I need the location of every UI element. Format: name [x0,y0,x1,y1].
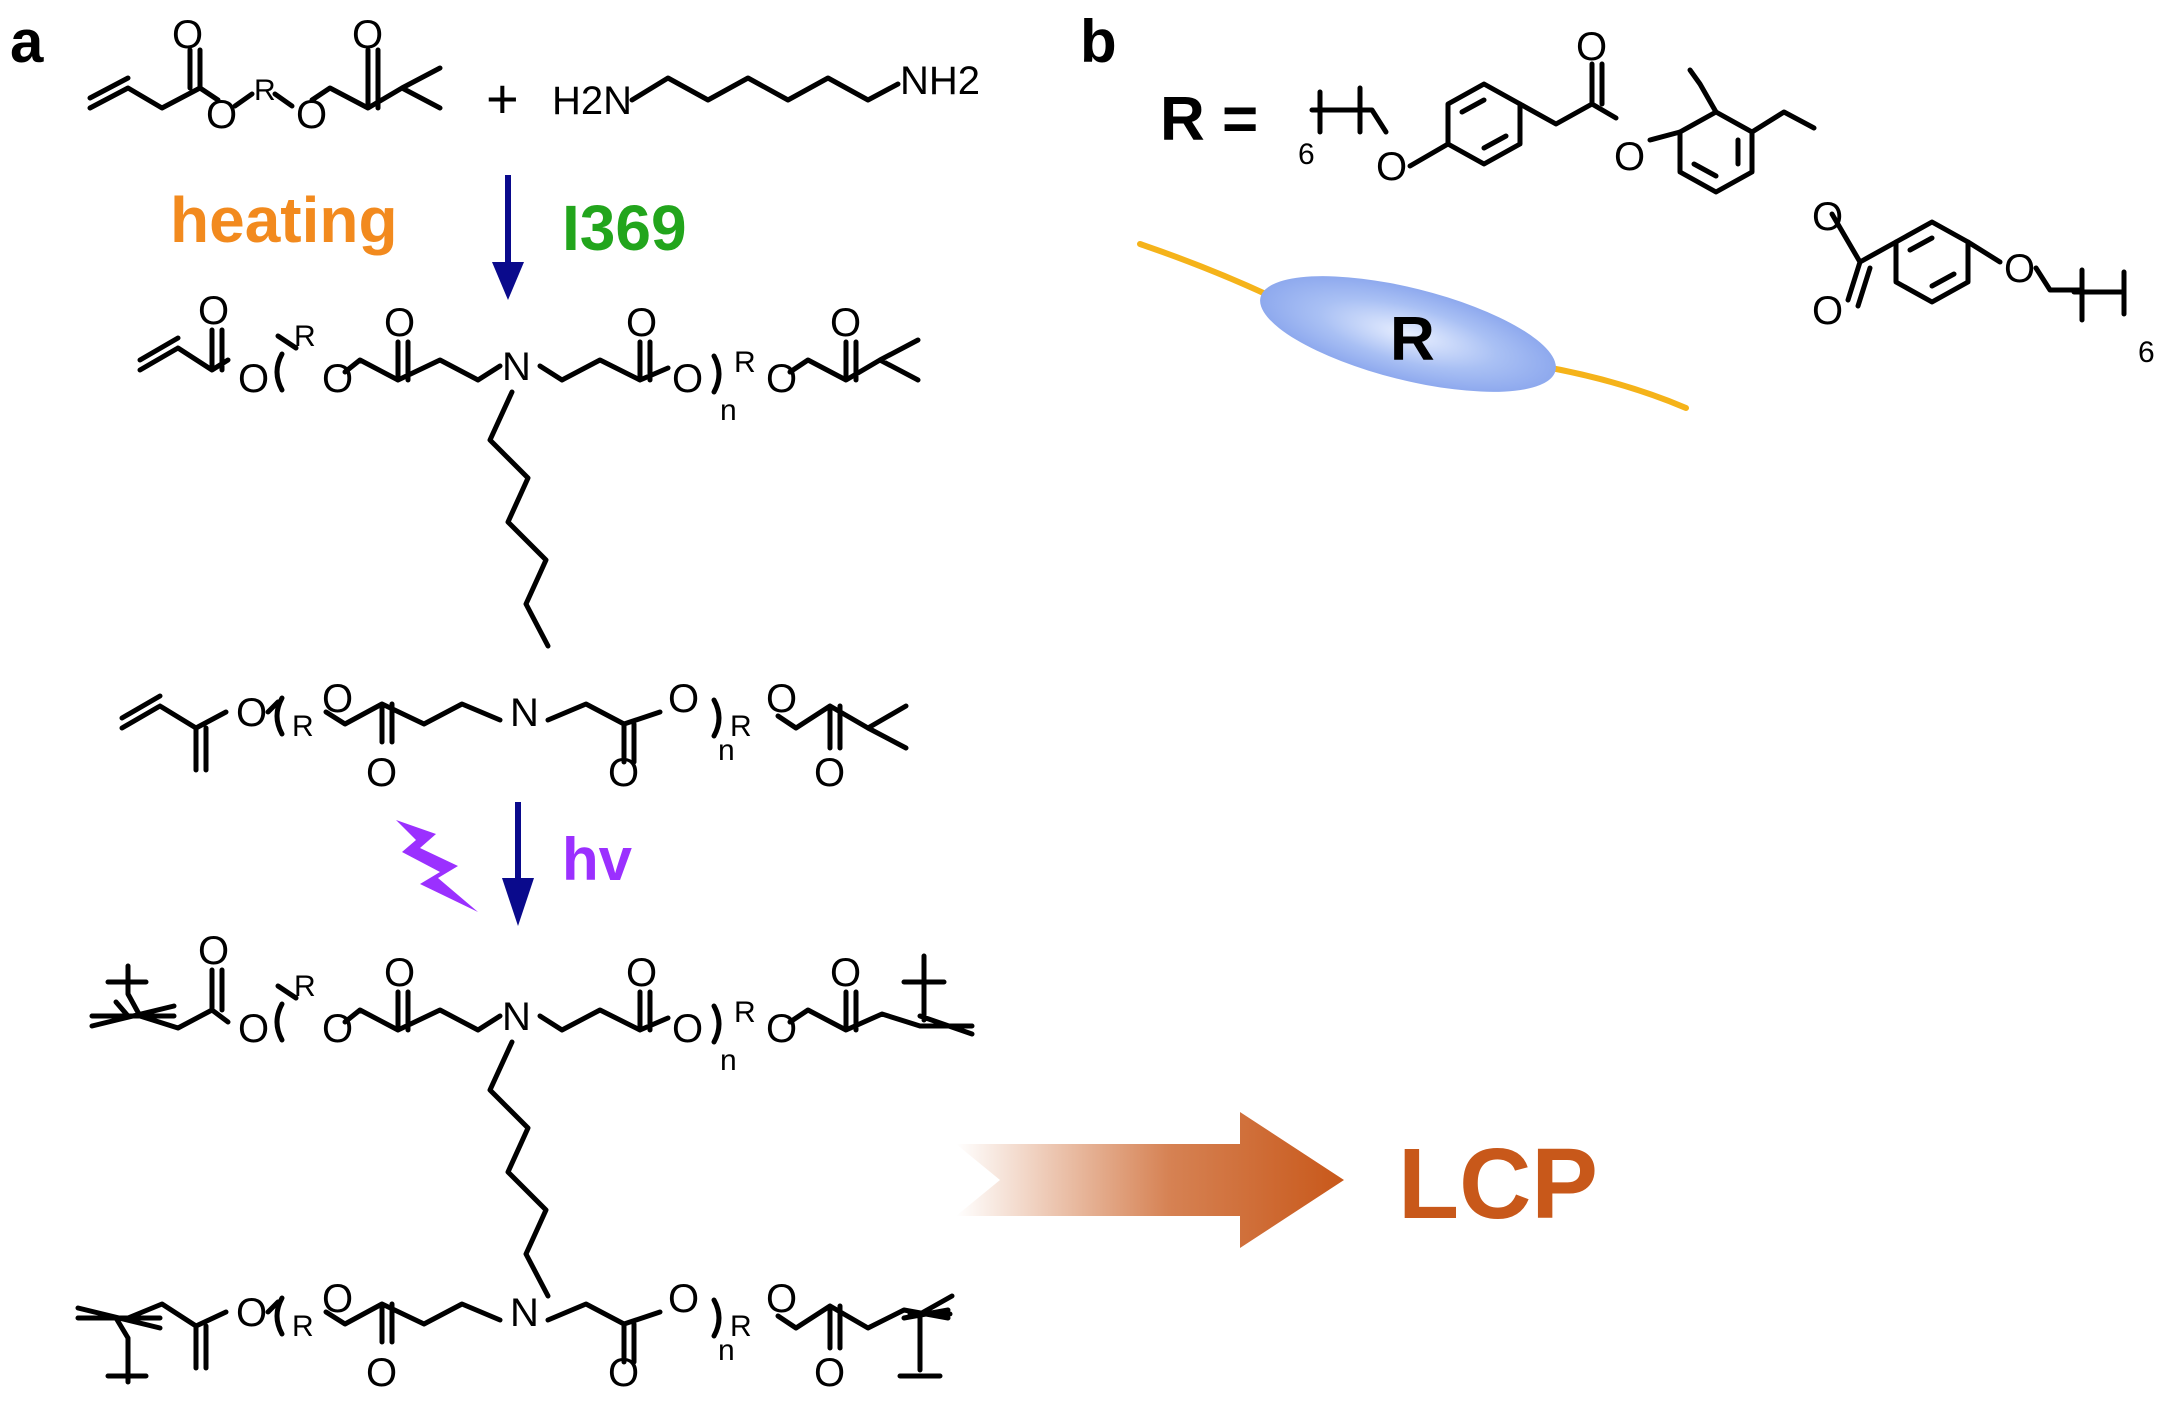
amine-left-label: H2N [552,79,632,123]
crosslinked-network: O O R O O N O O n R O O O R O O N O O n … [75,929,975,1395]
atom-label: O [366,751,397,795]
atom-label: O [198,289,229,333]
atom-label: O [668,677,699,721]
panel-label-b: b [1080,8,1117,75]
atom-label: N [502,345,531,389]
atom-label: O [830,301,861,345]
atom-label: R [292,1310,314,1343]
atom-label: O [608,751,639,795]
atom-label: O [608,1351,639,1395]
atom-label: O [1812,289,1843,333]
atom-label: R [734,346,756,379]
down-arrow-icon [502,802,534,926]
atom-label: N [510,691,539,735]
mesogen-cartoon: R [1137,241,1689,411]
condition-heating: heating [170,184,398,256]
down-arrow-icon [492,175,524,300]
amine-right-label: NH2 [900,59,980,103]
atom-label: O [766,357,797,401]
atom-label: R [294,320,316,353]
mesogen-label: R [1390,305,1435,374]
atom-label: R [292,710,314,743]
atom-label: R [730,710,752,743]
repeat-count: 6 [2138,336,2155,369]
atom-label: O [322,677,353,721]
right-arrow-icon [956,1112,1344,1248]
atom-label: O [766,1007,797,1051]
product-label: LCP [1398,1128,1598,1240]
panel-label-a: a [10,8,44,75]
hexanediamine-monomer: H2N NH2 [552,59,980,123]
atom-label: R [254,74,276,107]
condition-light: hv [562,826,633,893]
atom-label: O [198,929,229,973]
atom-label: O [672,357,703,401]
atom-label: n [720,1044,737,1077]
repeat-count: 6 [1298,138,1315,171]
atom-label: O [668,1277,699,1321]
atom-label: N [502,995,531,1039]
atom-label: n [720,394,737,427]
atom-label: O [1576,25,1607,69]
atom-label: O [766,677,797,721]
atom-label: O [814,751,845,795]
oligomer-structure: O O R O O N O O n R O O O R O O N O O n … [119,289,921,795]
atom-label: O [1376,145,1407,189]
atom-label: O [296,93,327,137]
atom-label: O [766,1277,797,1321]
mesogen-structure: 6 O O O O O O 6 [1298,25,2155,369]
atom-label: O [236,691,267,735]
atom-label: O [206,93,237,137]
atom-label: O [238,357,269,401]
atom-label: n [718,734,735,767]
diacrylate-monomer: O O R O O [87,13,443,137]
atom-label: O [384,301,415,345]
atom-label: R [734,996,756,1029]
atom-label: O [322,1007,353,1051]
atom-label: O [384,951,415,995]
atom-label: O [814,1351,845,1395]
atom-label: O [626,301,657,345]
atom-label: O [1614,135,1645,179]
atom-label: n [718,1334,735,1367]
condition-initiator: I369 [562,192,687,264]
atom-label: O [236,1291,267,1335]
plus-sign: + [486,67,519,130]
atom-label: O [238,1007,269,1051]
atom-label: O [172,13,203,57]
atom-label: O [366,1351,397,1395]
atom-label: O [352,13,383,57]
atom-label: O [830,951,861,995]
atom-label: O [2004,247,2035,291]
atom-label: O [1812,195,1843,239]
atom-label: O [626,951,657,995]
lightning-bolt-icon [396,820,478,912]
atom-label: O [322,357,353,401]
atom-label: O [322,1277,353,1321]
atom-label: R [294,970,316,1003]
atom-label: R [730,1310,752,1343]
atom-label: N [510,1291,539,1335]
r-definition-label: R = [1160,85,1258,154]
atom-label: O [672,1007,703,1051]
